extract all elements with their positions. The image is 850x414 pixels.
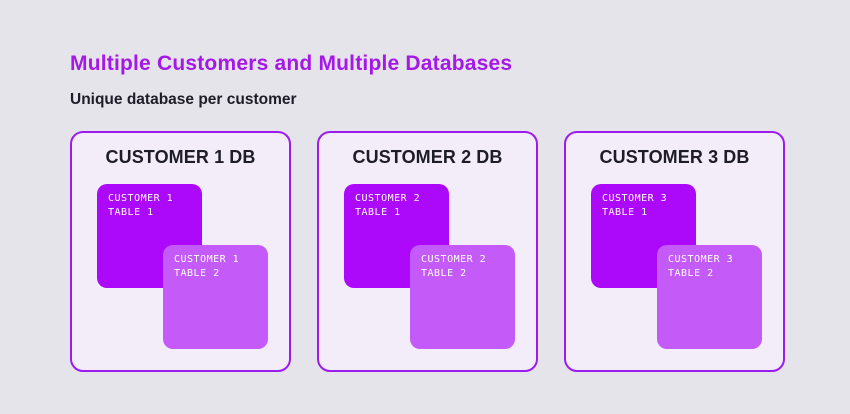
database-card-customer-3: CUSTOMER 3 DB CUSTOMER 3 TABLE 1 CUSTOME… xyxy=(564,131,785,372)
table-label-line2: TABLE 2 xyxy=(174,268,220,279)
table-label-line2: TABLE 1 xyxy=(602,207,648,218)
page-subtitle: Unique database per customer xyxy=(70,91,297,108)
database-card-customer-2: CUSTOMER 2 DB CUSTOMER 2 TABLE 1 CUSTOME… xyxy=(317,131,538,372)
table-label-line2: TABLE 1 xyxy=(355,207,401,218)
table-label-line1: CUSTOMER 2 xyxy=(355,193,421,204)
table-label-line2: TABLE 1 xyxy=(108,207,154,218)
table-box-1: CUSTOMER 1 TABLE 1 xyxy=(97,184,202,288)
card-heading: CUSTOMER 1 DB xyxy=(105,147,256,167)
table-label-line2: TABLE 2 xyxy=(421,268,467,279)
table-label-line1: CUSTOMER 1 xyxy=(174,254,240,265)
card-heading: CUSTOMER 3 DB xyxy=(599,147,750,167)
table-label-line1: CUSTOMER 1 xyxy=(108,193,174,204)
table-box-2: CUSTOMER 1 TABLE 2 xyxy=(163,245,268,349)
table-label-line1: CUSTOMER 3 xyxy=(668,254,734,265)
database-card-customer-1: CUSTOMER 1 DB CUSTOMER 1 TABLE 1 CUSTOME… xyxy=(70,131,291,372)
table-label-line1: CUSTOMER 2 xyxy=(421,254,487,265)
table-box-2: CUSTOMER 2 TABLE 2 xyxy=(410,245,515,349)
database-cards-row: CUSTOMER 1 DB CUSTOMER 1 TABLE 1 CUSTOME… xyxy=(70,131,785,372)
card-heading: CUSTOMER 2 DB xyxy=(352,147,503,167)
table-label-line2: TABLE 2 xyxy=(668,268,714,279)
table-box-2: CUSTOMER 3 TABLE 2 xyxy=(657,245,762,349)
page-title: Multiple Customers and Multiple Database… xyxy=(70,52,513,75)
table-label-line1: CUSTOMER 3 xyxy=(602,193,668,204)
